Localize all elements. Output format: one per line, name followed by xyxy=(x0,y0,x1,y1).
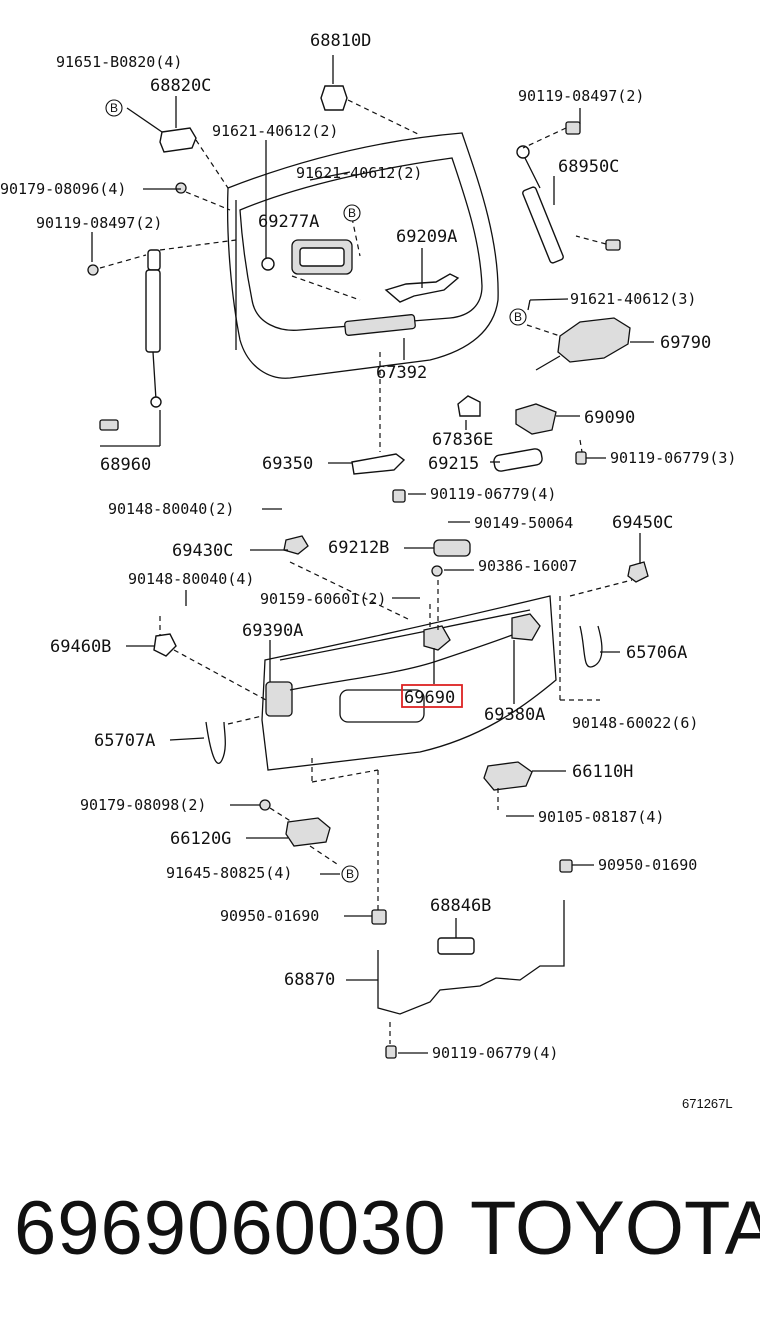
67392-part xyxy=(344,314,416,336)
callout-b-3 xyxy=(509,308,527,326)
label-90159-60601: 90159-60601(2) xyxy=(260,590,386,608)
footer: 6969060030 TOYOTA xyxy=(0,1185,760,1295)
label-90179-08098: 90179-08098(2) xyxy=(80,796,206,814)
label-90179-08096: 90179-08096(4) xyxy=(0,180,126,198)
right-damper-68950c xyxy=(516,121,621,264)
label-90119-06779-4a: 90119-06779(4) xyxy=(430,485,556,503)
label-91621-40612-b: 91621-40612(2) xyxy=(296,164,422,182)
label-90119-08497-left: 90119-08497(2) xyxy=(36,214,162,232)
label-68820c: 68820C xyxy=(150,76,211,96)
leader-lines xyxy=(91,55,654,1054)
68810d-part xyxy=(320,85,348,111)
label-68950c: 68950C xyxy=(558,157,619,177)
label-90105-08187: 90105-08187(4) xyxy=(538,808,664,826)
66110h-part xyxy=(483,761,533,791)
label-67836e: 67836E xyxy=(432,430,493,450)
68870-rod xyxy=(377,900,565,1015)
diagram-reference-code: 671267L xyxy=(682,1096,733,1111)
label-91621-40612-c: 91621-40612(3) xyxy=(570,290,696,308)
label-69690: 69690 xyxy=(404,688,455,708)
69215-part xyxy=(493,448,543,472)
brand-name: TOYOTA xyxy=(470,1186,760,1271)
label-69350: 69350 xyxy=(262,454,313,474)
69460b-part xyxy=(153,633,177,657)
label-65707a: 65707A xyxy=(94,731,155,751)
callout-b-2 xyxy=(343,204,361,222)
label-90149-50064: 90149-50064 xyxy=(474,514,573,532)
label-90119-06779-4b: 90119-06779(4) xyxy=(432,1044,558,1062)
label-90950-01690-right: 90950-01690 xyxy=(598,856,697,874)
69430c-part xyxy=(283,535,309,555)
label-69212b: 69212B xyxy=(328,538,389,558)
part-labels: 68810D 91651-B0820(4) 68820C 90119-08497… xyxy=(0,31,736,1111)
label-90148-60022: 90148-60022(6) xyxy=(572,714,698,732)
label-90950-01690-left: 90950-01690 xyxy=(220,907,319,925)
label-69215: 69215 xyxy=(428,454,479,474)
label-65706a: 65706A xyxy=(626,643,687,663)
69790-part xyxy=(557,317,631,363)
label-69209a: 69209A xyxy=(396,227,457,247)
label-90148-80040-2: 90148-80040(2) xyxy=(108,500,234,518)
label-69277a: 69277A xyxy=(258,212,319,232)
callout-markers: B B B B xyxy=(105,99,527,883)
label-69450c: 69450C xyxy=(612,513,673,533)
callout-b-1 xyxy=(105,99,123,117)
callout-b-1-text: B xyxy=(110,101,118,115)
callout-b-4 xyxy=(341,865,359,883)
69350-part xyxy=(351,453,406,475)
label-69430c: 69430C xyxy=(172,541,233,561)
back-door-lower-panel xyxy=(261,595,557,771)
left-damper-68960 xyxy=(87,249,162,431)
label-69090: 69090 xyxy=(584,408,635,428)
69390a-part xyxy=(265,681,293,717)
69212b-part xyxy=(433,539,471,557)
67836e-part xyxy=(457,395,481,417)
label-90119-06779-3: 90119-06779(3) xyxy=(610,449,736,467)
label-91651-b0820: 91651-B0820(4) xyxy=(56,53,182,71)
label-68870: 68870 xyxy=(284,970,335,990)
label-68846b: 68846B xyxy=(430,896,491,916)
66120g-part xyxy=(285,817,331,847)
label-66120g: 66120G xyxy=(170,829,231,849)
label-69790: 69790 xyxy=(660,333,711,353)
label-90119-08497-right: 90119-08497(2) xyxy=(518,87,644,105)
callout-b-2-text: B xyxy=(348,206,356,220)
label-69380a: 69380A xyxy=(484,705,545,725)
label-66110h: 66110H xyxy=(572,762,633,782)
69690-part xyxy=(423,625,451,651)
callout-b-4-text: B xyxy=(346,867,354,881)
65707a-wire xyxy=(205,721,226,764)
highlight-box-69690 xyxy=(401,684,463,708)
69380a-part xyxy=(511,613,541,641)
label-91621-40612-a: 91621-40612(2) xyxy=(212,122,338,140)
part-number: 6969060030 xyxy=(14,1186,447,1271)
68820c-part xyxy=(159,127,197,153)
label-68960: 68960 xyxy=(100,455,151,475)
label-68810d: 68810D xyxy=(310,31,371,51)
69090-part xyxy=(515,403,557,435)
label-91645-80825: 91645-80825(4) xyxy=(166,864,292,882)
69450c-part xyxy=(627,561,649,583)
label-69460b: 69460B xyxy=(50,637,111,657)
65706a-wire xyxy=(579,625,603,668)
label-90386-16007: 90386-16007 xyxy=(478,557,577,575)
callout-b-3-text: B xyxy=(514,310,522,324)
label-69390a: 69390A xyxy=(242,621,303,641)
label-90148-80040-4: 90148-80040(4) xyxy=(128,570,254,588)
back-door-upper-panel xyxy=(226,132,499,379)
label-67392: 67392 xyxy=(376,363,427,383)
68846b-part xyxy=(437,937,475,955)
